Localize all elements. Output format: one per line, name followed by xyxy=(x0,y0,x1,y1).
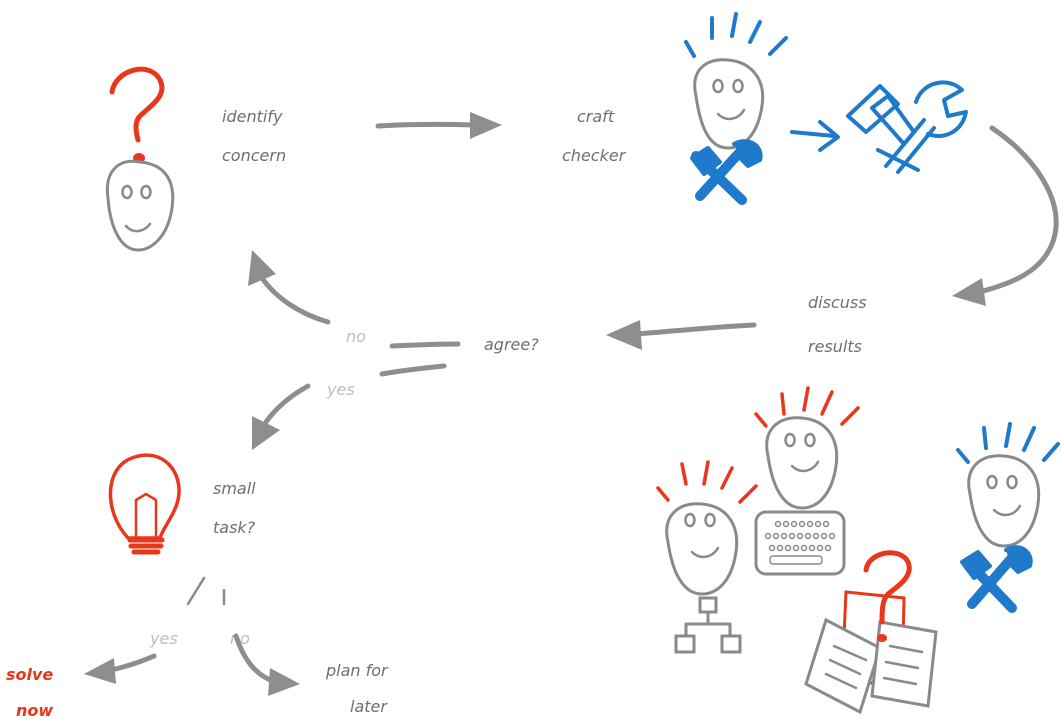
agree-label: agree? xyxy=(484,335,539,354)
plan-later-label-line2: later xyxy=(350,697,388,716)
arrow-yes-to-small-task xyxy=(252,383,311,450)
person-icon xyxy=(656,460,758,596)
small-task-yes-label: yes xyxy=(149,629,178,648)
question-mark-icon xyxy=(109,66,165,163)
solve-now-label-line1: solve xyxy=(6,665,53,684)
small-task-label-line2: task? xyxy=(213,518,256,537)
small-task-split-lines xyxy=(186,576,226,606)
person-icon xyxy=(684,12,788,150)
identify-concern-label-line2: concern xyxy=(222,146,286,165)
person-icon xyxy=(754,386,860,510)
arrow-to-solve-now xyxy=(84,653,157,684)
discuss-results-label-line1: discuss xyxy=(808,293,867,312)
documents-icon xyxy=(804,590,938,715)
arrow-no-to-identify xyxy=(248,250,331,325)
person-icon xyxy=(956,422,1060,548)
identify-concern-label-line1: identify xyxy=(222,107,283,126)
discuss-results-label-line2: results xyxy=(808,337,862,356)
question-mark-icon xyxy=(863,550,912,642)
hierarchy-icon xyxy=(674,596,742,654)
agree-yes-label: yes xyxy=(326,380,355,399)
arrow-identify-to-craft xyxy=(375,112,502,139)
person-icon xyxy=(105,159,175,252)
tools-icon xyxy=(846,80,968,174)
solve-now-label-line2: now xyxy=(16,701,53,719)
keyboard-icon xyxy=(754,510,846,576)
craft-checker-label-line2: checker xyxy=(562,146,627,165)
arrow-to-plan-later xyxy=(233,633,300,696)
tools-icon xyxy=(690,139,763,205)
lightbulb-icon xyxy=(108,453,181,555)
arrow-tools-to-discuss xyxy=(952,125,1059,306)
arrow-to-tools xyxy=(790,120,840,152)
craft-checker-label-line1: craft xyxy=(577,107,615,126)
agree-no-label: no xyxy=(346,327,366,346)
plan-later-label-line1: plan for xyxy=(325,661,389,680)
tools-icon xyxy=(960,545,1033,613)
agree-branch-lines xyxy=(379,341,461,377)
arrow-discuss-to-agree xyxy=(606,320,757,350)
small-task-label-line1: small xyxy=(213,479,256,498)
